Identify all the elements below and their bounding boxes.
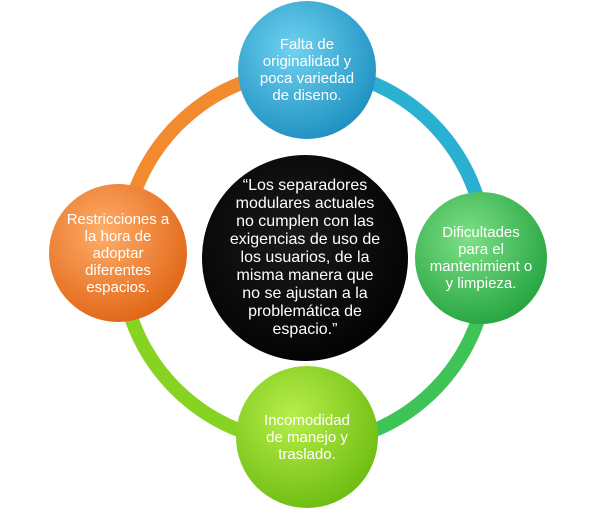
ring-arc-bottom-left <box>125 313 251 439</box>
ring-arc-right-bottom <box>363 313 485 439</box>
ring-arc-left-top <box>125 75 251 207</box>
node-circle-right <box>415 192 547 324</box>
center-text: “Los separadores modulares actuales no c… <box>229 177 381 338</box>
node-circle-left <box>49 184 187 322</box>
node-text-top: Falta de originalidad y poca variedad de… <box>259 36 355 104</box>
node-text-right: Dificultades para el mantenimient o y li… <box>429 224 533 292</box>
center-circle <box>202 155 408 361</box>
node-text-left: Restricciones a la hora de adoptar difer… <box>66 210 170 296</box>
node-circle-bottom <box>236 366 378 508</box>
node-circle-top <box>238 1 376 139</box>
ring-arc-top-right <box>363 75 485 207</box>
node-text-bottom: Incomodidad de manejo y traslado. <box>264 411 350 463</box>
